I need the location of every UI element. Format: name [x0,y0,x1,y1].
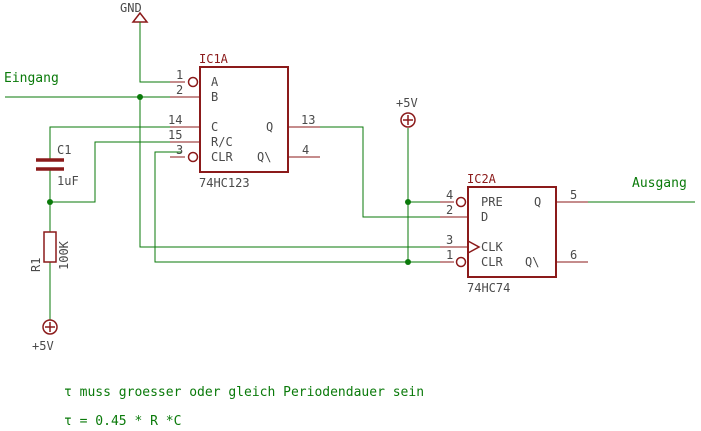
ic1-pin-name: B [211,90,218,104]
capacitor-c1: C1 1uF [36,143,79,188]
ic1-pin-number: 13 [301,113,315,127]
ic2-pin-number: 6 [570,248,577,262]
junctions [47,94,411,265]
ic1-pin-name: Q [266,120,273,134]
ic2-pin-name: Q\ [525,255,539,269]
wires [5,22,695,320]
vcc-label-bottom: +5V [32,339,54,353]
ic1-pin-number: 3 [176,143,183,157]
ic2-pin-number: 5 [570,188,577,202]
ic1-74hc123: IC1A 74HC123 1 2 14 15 3 13 4 A B C R/C … [168,52,320,190]
ic1-part: 74HC123 [199,176,250,190]
c1-name: C1 [57,143,71,157]
gnd-symbol: GND [120,1,149,23]
ic1-name: IC1A [199,52,229,66]
vcc-label-top: +5V [396,96,418,110]
ic1-pin-number: 14 [168,113,182,127]
ic2-pin-name: D [481,210,488,224]
ic2-pin-name: PRE [481,195,503,209]
ic2-pin-name: Q [534,195,541,209]
ic2-pin-number: 4 [446,188,453,202]
ic1-pin-name: Q\ [257,150,271,164]
ic2-part: 74HC74 [467,281,510,295]
ic2-pin-number: 2 [446,203,453,217]
ic1-pin-number: 2 [176,83,183,97]
note-line: τ muss groesser oder gleich Periodendaue… [64,385,424,400]
vcc-symbol-top: +5V [396,96,418,128]
ic1-pin-number: 4 [302,143,309,157]
ic1-pin-number: 15 [168,128,182,142]
ic1-pin-name: A [211,75,219,89]
r1-name: R1 [29,258,43,272]
note-line: τ = 0.45 * R *C [64,414,181,429]
net-label-output: Ausgang [632,176,687,191]
ic2-pin-name: CLK [481,240,503,254]
ic1-pin-name: R/C [211,135,233,149]
ic1-pin-name: C [211,120,218,134]
r1-value: 100K [57,240,71,270]
ic1-pin-name: CLR [211,150,233,164]
c1-value: 1uF [57,174,79,188]
resistor-r1: R1 100K [29,231,71,272]
ic2-name: IC2A [467,172,497,186]
gnd-label: GND [120,1,142,15]
vcc-symbol-bottom: +5V [32,319,58,353]
ic2-pin-name: CLR [481,255,503,269]
net-label-input: Eingang [4,71,59,86]
ic2-74hc74: IC2A 74HC74 4 2 3 1 5 6 PRE D CLK CLR Q … [440,172,588,295]
ic2-pin-number: 3 [446,233,453,247]
ic2-pin-number: 1 [446,248,453,262]
ic1-pin-number: 1 [176,68,183,82]
